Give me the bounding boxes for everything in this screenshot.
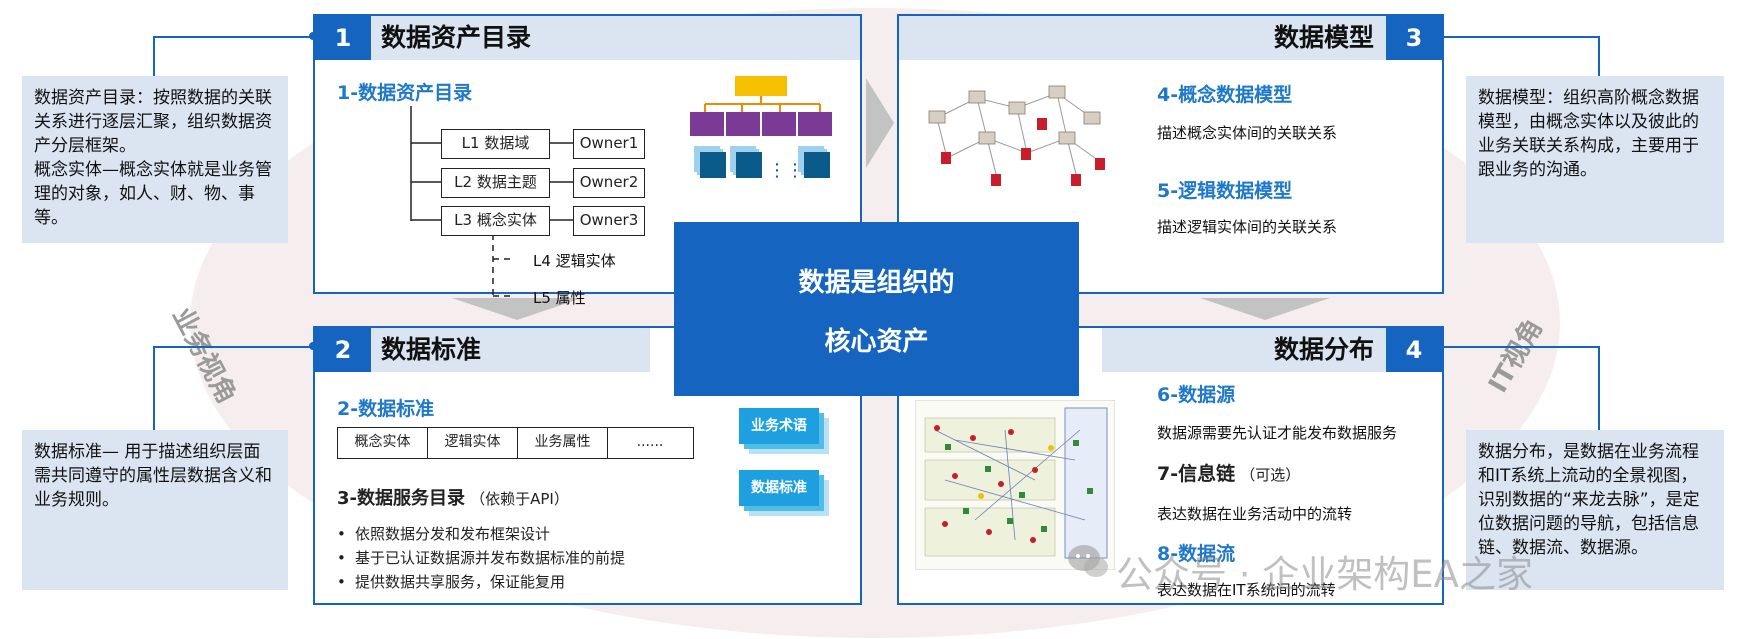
svg-text:⋮⋮: ⋮⋮ bbox=[768, 160, 804, 181]
tag-data-standard: 数据标准 bbox=[739, 470, 819, 506]
arrow-down-right bbox=[1200, 298, 1330, 324]
owner-box-2: Owner2 bbox=[573, 168, 645, 198]
quadrant-number: 2 bbox=[315, 328, 371, 372]
standard-cell: 逻辑实体 bbox=[428, 428, 518, 458]
info-chain-note: （可选） bbox=[1240, 466, 1301, 484]
quadrant-data-model: 3 数据模型 4-概念数据模型 描述概念实体间的关联关系 5-逻辑数据 bbox=[897, 14, 1444, 294]
data-source-desc: 数据源需要先认证才能发布数据服务 bbox=[1157, 424, 1398, 442]
quadrant-title: 数据模型 bbox=[1273, 23, 1374, 52]
note-data-distribution: 数据分布，是数据在业务流程和IT系统上流动的全景视图，识别数据的“来龙去脉”，是… bbox=[1466, 430, 1724, 590]
tree-node-l2: L2 数据主题 bbox=[441, 168, 550, 198]
quadrant-number: 3 bbox=[1386, 16, 1442, 60]
standard-cell: 概念实体 bbox=[338, 428, 428, 458]
owner-box-1: Owner1 bbox=[573, 129, 645, 159]
quadrant-title: 数据分布 bbox=[1273, 335, 1374, 364]
quadrant-data-asset-catalog: 1 数据资产目录 1-数据资产目录 L1 数据域 L2 数据主题 L3 概念实体… bbox=[313, 14, 862, 307]
connector-tl bbox=[153, 36, 313, 76]
note-data-asset-catalog: 数据资产目录：按照数据的关联关系进行逐层汇聚，组织数据资产分层框架。 概念实体—… bbox=[22, 76, 288, 243]
conceptual-model-desc: 描述概念实体间的关联关系 bbox=[1157, 124, 1338, 142]
data-flow-desc: 表达数据在IT系统间的流转 bbox=[1157, 581, 1336, 599]
tree-node-l5: L5 属性 bbox=[533, 289, 586, 307]
logical-model-desc: 描述逻辑实体间的关联关系 bbox=[1157, 218, 1338, 236]
bullet-item: 基于已认证数据源并发布数据标准的前提 bbox=[333, 546, 673, 570]
connector-bl bbox=[153, 346, 313, 430]
logical-model-heading: 5-逻辑数据模型 bbox=[1157, 180, 1293, 202]
arrow-right bbox=[866, 78, 894, 172]
center-line-2: 核心资产 bbox=[824, 327, 929, 357]
info-chain-heading: 7-信息链 （可选） bbox=[1157, 459, 1300, 486]
section-heading: 2-数据标准 bbox=[337, 398, 435, 420]
distribution-map bbox=[914, 399, 1116, 574]
tree-node-l3: L3 概念实体 bbox=[441, 206, 550, 236]
note-data-standard: 数据标准— 用于描述组织层面需共同遵守的属性层数据含义和业务规则。 bbox=[22, 430, 288, 590]
data-flow-heading: 8-数据流 bbox=[1157, 543, 1236, 565]
model-diagram bbox=[917, 78, 1117, 202]
info-chain-desc: 表达数据在业务活动中的流转 bbox=[1157, 505, 1353, 523]
info-chain-title: 7-信息链 bbox=[1157, 463, 1236, 485]
standard-cell: 业务属性 bbox=[518, 428, 608, 458]
conceptual-model-heading: 4-概念数据模型 bbox=[1157, 84, 1293, 106]
quadrant-number: 1 bbox=[315, 16, 371, 60]
quadrant-title: 数据标准 bbox=[381, 335, 482, 364]
quadrant-title: 数据资产目录 bbox=[381, 23, 532, 52]
tree-lines bbox=[405, 106, 685, 310]
arrow-down-left bbox=[452, 298, 582, 324]
watermark-text: 公众号 · 企业架构EA之家 bbox=[1116, 553, 1533, 596]
wechat-icon bbox=[1066, 541, 1110, 585]
tag-business-glossary: 业务术语 bbox=[739, 408, 819, 444]
quadrant-number: 4 bbox=[1386, 328, 1442, 372]
center-core-box: 数据是组织的 核心资产 bbox=[674, 222, 1079, 396]
quadrant-header bbox=[1102, 328, 1442, 372]
quadrant-header bbox=[899, 16, 1442, 60]
bullet-item: 提供数据共享服务，保证能复用 bbox=[333, 570, 673, 594]
service-heading: 3-数据服务目录 （依赖于API） bbox=[337, 484, 569, 510]
service-bullets: 依照数据分发和发布框架设计 基于已认证数据源并发布数据标准的前提 提供数据共享服… bbox=[333, 522, 673, 594]
standard-cell: ...... bbox=[636, 434, 664, 450]
center-line-1: 数据是组织的 bbox=[798, 268, 955, 298]
hierarchy-graphic: ⋮⋮ bbox=[690, 76, 840, 200]
bullet-item: 依照数据分发和发布框架设计 bbox=[333, 522, 673, 546]
data-source-heading: 6-数据源 bbox=[1157, 384, 1236, 406]
service-note: （依赖于API） bbox=[470, 490, 569, 508]
quadrant-data-distribution: 4 数据分布 bbox=[897, 326, 1444, 605]
owner-box-3: Owner3 bbox=[573, 206, 645, 236]
note-data-model: 数据模型：组织高阶概念数据模型，由概念实体以及彼此的业务关联关系构成，主要用于跟… bbox=[1466, 76, 1724, 243]
service-title: 3-数据服务目录 bbox=[337, 488, 465, 509]
quadrant-header bbox=[315, 16, 860, 60]
tree-node-l4: L4 逻辑实体 bbox=[533, 252, 616, 270]
standard-table: 概念实体 逻辑实体 业务属性 ...... bbox=[337, 427, 694, 459]
connector-br bbox=[1440, 346, 1600, 430]
section-heading: 1-数据资产目录 bbox=[337, 82, 473, 104]
connector-tr bbox=[1440, 36, 1600, 76]
tree-node-l1: L1 数据域 bbox=[441, 129, 550, 159]
